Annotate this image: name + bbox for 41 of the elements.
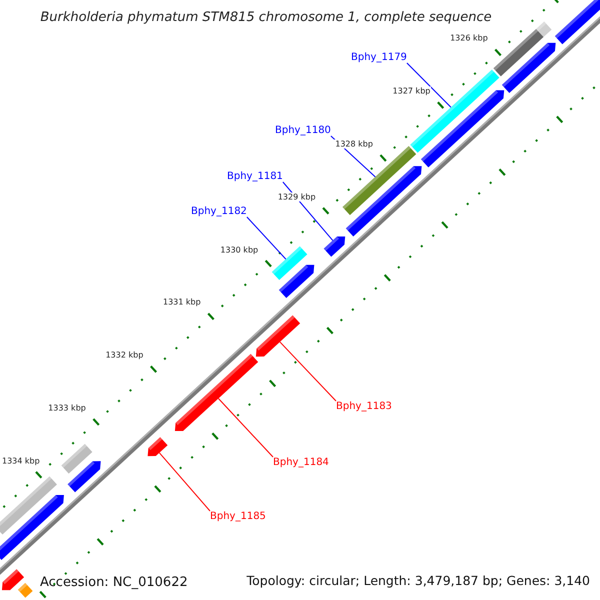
scale-label: 1331 kbp [162, 298, 202, 307]
scale-label: 1334 kbp [1, 456, 41, 466]
scale-label: 1326 kbp [449, 34, 489, 43]
gene-label: Bphy_1183 [336, 401, 392, 412]
gene-block [18, 582, 33, 598]
leader-line [279, 341, 336, 402]
gene-block [272, 246, 308, 280]
gene-feature [278, 264, 314, 298]
gene-feature [2, 569, 24, 590]
gene-block [0, 476, 57, 535]
gene-feature [256, 315, 300, 357]
leader-line [246, 216, 286, 260]
accession-text: Accession: NC_010622 [40, 575, 188, 590]
leader-line [406, 62, 452, 108]
gene-label: Bphy_1181 [227, 171, 283, 182]
scale-label: 1328 kbp [334, 140, 374, 149]
gene-label: Bphy_1179 [351, 52, 407, 63]
leader-line [218, 398, 274, 458]
gene-feature [502, 42, 556, 93]
gene-label: Bphy_1180 [275, 125, 331, 136]
gene-label: Bphy_1182 [191, 206, 247, 217]
title: Burkholderia phymatum STM815 chromosome 1, complete sequence [39, 10, 493, 25]
scale-label: 1327 kbp [392, 86, 432, 96]
gene-block [493, 28, 544, 76]
scale-label: 1330 kbp [219, 245, 260, 254]
gene-feature [346, 166, 422, 236]
gene-feature [174, 354, 258, 432]
gene-feature [324, 236, 346, 257]
gene-feature [0, 495, 64, 560]
scale-label: 1333 kbp [47, 404, 87, 413]
gene-feature [148, 437, 168, 456]
summary-text: Topology: circular; Length: 3,479,187 bp; Genes: 3,140 [246, 573, 590, 588]
gene-block [61, 444, 92, 474]
gene-feature [68, 461, 101, 492]
scale-label: 1332 kbp [104, 350, 144, 360]
gene-block [536, 22, 552, 38]
gene-feature [554, 0, 600, 44]
leader-line [158, 452, 210, 512]
scale-label: 1329 kbp [276, 192, 317, 202]
gene-label: Bphy_1184 [273, 457, 329, 468]
gene-label: Bphy_1185 [210, 511, 266, 522]
